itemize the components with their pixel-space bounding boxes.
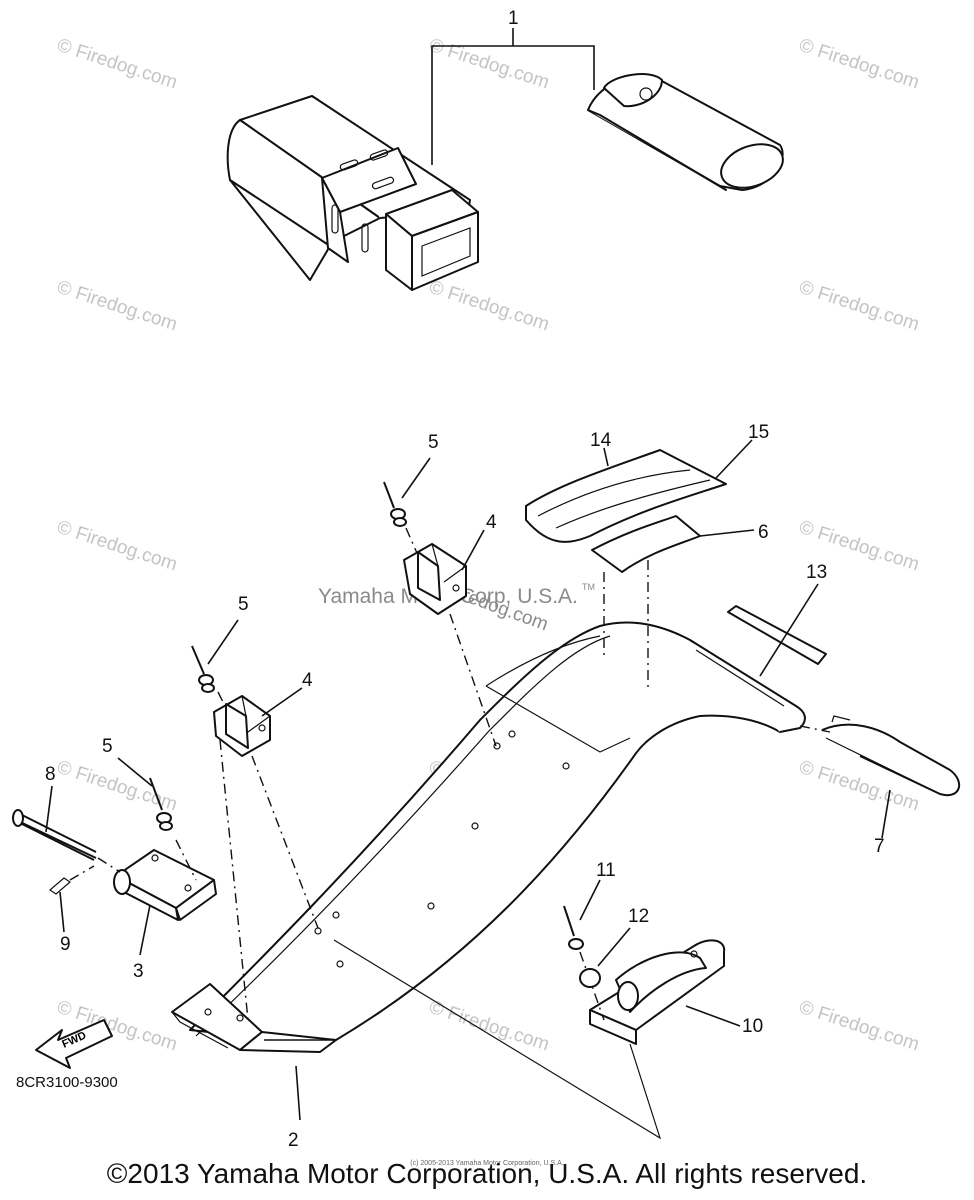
callout-6: 6 (758, 522, 769, 543)
part-5-screw-mid (191, 619, 239, 721)
part-10-clamp (589, 939, 741, 1045)
callout-7: 7 (874, 836, 885, 857)
callout-3: 3 (133, 961, 144, 982)
part-9-cotter (49, 865, 95, 933)
copyright-footer: ©2013 Yamaha Motor Corporation, U.S.A. A… (106, 1158, 868, 1189)
part-4-clip-mid (213, 687, 319, 929)
fwd-arrow-icon: FWD (35, 1019, 113, 1069)
callout-12: 12 (628, 906, 649, 927)
watermark-text: © Firedog.com (54, 517, 179, 576)
callout-2: 2 (288, 1130, 299, 1151)
watermark-text: © Firedog.com (796, 277, 921, 336)
callout-15: 15 (748, 422, 769, 443)
center-watermark-tm: TM (582, 582, 595, 592)
part-5-screw-top (383, 457, 431, 561)
tiny-copyright: (c) 2005-2013 Yamaha Motor Corporation, … (410, 1160, 564, 1167)
watermark-text: © Firedog.com (796, 997, 921, 1056)
part-12-nut (579, 927, 631, 988)
watermark-text: © Firedog.com (426, 35, 551, 94)
part-7-grab-bar (799, 715, 961, 839)
part-2-fender (171, 621, 806, 1121)
part-11-bolt (563, 879, 605, 1021)
watermark-text: © Firedog.com (426, 997, 551, 1056)
callout-1: 1 (508, 8, 519, 29)
callout-4-top: 4 (486, 512, 497, 533)
part-code: 8CR3100-9300 (16, 1074, 118, 1091)
part-1-bag (226, 28, 784, 291)
watermark-text: © Firedog.com (796, 35, 921, 94)
watermark-text: © Firedog.com (426, 277, 551, 336)
callout-5-left: 5 (102, 736, 113, 757)
part-3-hinge (113, 849, 217, 956)
part-8-pin (12, 785, 121, 873)
callout-4-mid: 4 (302, 670, 313, 691)
part-5-screw-left (117, 757, 197, 881)
callout-8: 8 (45, 764, 56, 785)
callout-14: 14 (590, 430, 612, 451)
callout-9: 9 (60, 934, 71, 955)
part-13-strip (727, 583, 827, 677)
callout-13: 13 (806, 562, 827, 583)
part-4-clip-top (219, 529, 497, 1021)
callout-10: 10 (742, 1016, 763, 1037)
callout-5-top: 5 (428, 432, 439, 453)
watermark-text: © Firedog.com (54, 277, 179, 336)
watermark-text: © Firedog.com (54, 35, 179, 94)
callout-5-mid: 5 (238, 594, 249, 615)
part-6-pad (591, 515, 755, 573)
callout-11: 11 (596, 860, 616, 881)
fender-leader-line (333, 939, 662, 1140)
part-14-15-pad (525, 439, 753, 543)
